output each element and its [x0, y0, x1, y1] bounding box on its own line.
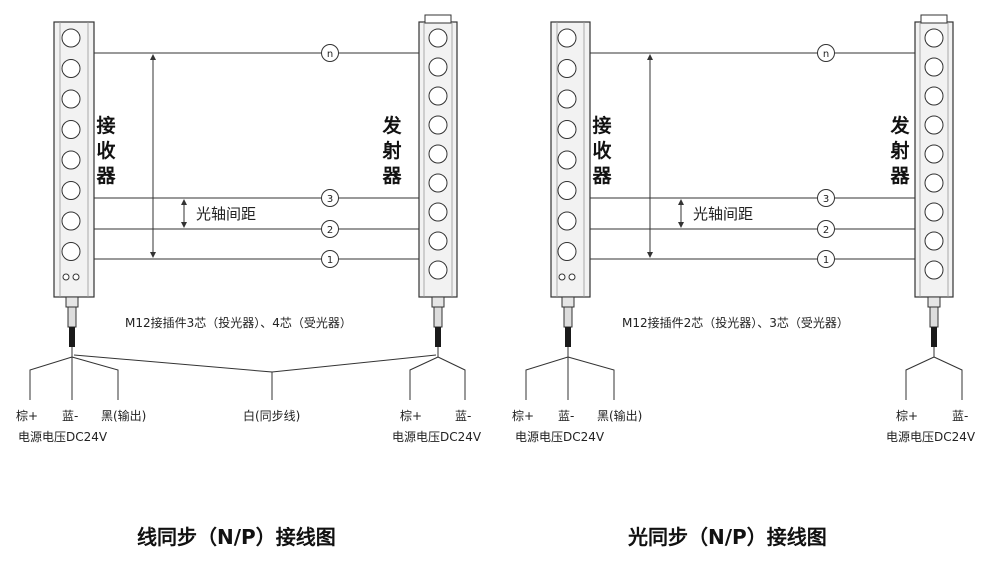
emitter-wire-brown: 棕+	[896, 408, 918, 423]
emitter-supply: 电源电压DC24V	[392, 430, 482, 444]
emitter-lens-column	[924, 28, 944, 280]
svg-text:n: n	[823, 49, 829, 60]
lens-window	[428, 144, 448, 164]
svg-text:n: n	[327, 49, 333, 60]
emitter-wire-brown: 棕+	[400, 408, 422, 423]
beam-bubble-2: 2	[321, 220, 339, 238]
emitter-unit	[418, 14, 458, 347]
lens-window	[428, 202, 448, 222]
emitter-unit	[914, 14, 954, 347]
lens-window	[428, 173, 448, 193]
svg-text:1: 1	[327, 255, 333, 266]
lens-window	[61, 89, 81, 109]
lens-window	[924, 115, 944, 135]
connector-note: M12接插件3芯（投光器）、4芯（受光器）	[125, 315, 352, 330]
lens-window	[557, 59, 577, 78]
svg-text:3: 3	[823, 194, 829, 205]
beam-lines	[94, 52, 419, 260]
lens-window	[557, 89, 577, 109]
lens-window	[924, 86, 944, 106]
receiver-wire-brown: 棕+	[16, 408, 38, 423]
beam-bubble-1: 1	[321, 250, 339, 268]
svg-text:2: 2	[327, 225, 333, 236]
lens-window	[428, 115, 448, 135]
lens-window	[61, 242, 81, 261]
emitter-lens-column	[428, 28, 448, 280]
lens-window	[557, 242, 577, 261]
lens-window	[924, 57, 944, 77]
receiver-wire-blue: 蓝-	[62, 409, 78, 423]
lens-window	[924, 231, 944, 251]
beam-bubbles: n 3 2 1	[817, 44, 835, 268]
sync-wire-label: 白(同步线)	[243, 408, 300, 423]
receiver-supply: 电源电压DC24V	[18, 430, 108, 444]
receiver-wire-brown: 棕+	[512, 408, 534, 423]
lens-window	[557, 150, 577, 170]
receiver-wire-black: 黑(输出)	[597, 408, 642, 423]
emitter-wires	[905, 347, 963, 400]
diagram-title-line-sync: 线同步（N/P）接线图	[137, 525, 336, 549]
lens-window	[557, 181, 577, 200]
beam-bubbles: n 3 2 1	[321, 44, 339, 268]
lens-window	[61, 181, 81, 200]
receiver-label: 接收器	[591, 115, 612, 187]
lens-window	[428, 28, 448, 48]
lens-window	[924, 202, 944, 222]
lens-window	[924, 260, 944, 280]
emitter-supply: 电源电压DC24V	[886, 430, 976, 444]
lens-window	[428, 57, 448, 77]
emitter-label: 发射器	[381, 114, 402, 187]
lens-window	[924, 173, 944, 193]
diagram-line-sync: 接收器 发射器 n 3 2 1 光轴间距 M12接插件3芯（投光器	[16, 14, 482, 549]
lens-window	[924, 28, 944, 48]
beam-bubble-3: 3	[321, 189, 339, 207]
lens-window	[557, 28, 577, 48]
svg-text:2: 2	[823, 225, 829, 236]
lens-window	[61, 120, 81, 139]
lens-window	[428, 231, 448, 251]
receiver-unit	[53, 21, 95, 347]
beam-bubble-1: 1	[817, 250, 835, 268]
lens-window	[61, 211, 81, 231]
receiver-wire-black: 黑(输出)	[101, 408, 146, 423]
receiver-wires	[29, 347, 273, 400]
receiver-wires	[525, 347, 615, 400]
receiver-wire-blue: 蓝-	[558, 409, 574, 423]
lens-window	[61, 150, 81, 170]
pitch-label: 光轴间距	[196, 205, 256, 223]
beam-bubble-3: 3	[817, 189, 835, 207]
lens-window	[924, 144, 944, 164]
emitter-label: 发射器	[889, 114, 910, 187]
beam-bubble-n: n	[321, 44, 339, 62]
lens-window	[428, 86, 448, 106]
receiver-label: 接收器	[95, 115, 116, 187]
pitch-label: 光轴间距	[693, 205, 753, 223]
emitter-wires	[271, 347, 466, 400]
receiver-lens-column	[61, 28, 81, 261]
beam-lines	[590, 52, 915, 260]
emitter-wire-blue: 蓝-	[455, 409, 471, 423]
receiver-supply: 电源电压DC24V	[515, 430, 605, 444]
svg-text:1: 1	[823, 255, 829, 266]
lens-window	[61, 59, 81, 78]
diagram-title-light-sync: 光同步（N/P）接线图	[627, 525, 827, 549]
lens-window	[557, 120, 577, 139]
receiver-unit	[550, 21, 591, 347]
diagram-light-sync: 接收器 发射器 n 3 2 1 光轴间距 M12接插件2芯（投光器）、3芯（	[512, 14, 976, 549]
beam-bubble-2: 2	[817, 220, 835, 238]
lens-window	[557, 211, 577, 231]
lens-window	[61, 28, 81, 48]
receiver-lens-column	[557, 28, 577, 261]
beam-bubble-n: n	[817, 44, 835, 62]
lens-window	[428, 260, 448, 280]
emitter-wire-blue: 蓝-	[952, 409, 968, 423]
connector-note: M12接插件2芯（投光器）、3芯（受光器）	[622, 315, 849, 330]
svg-text:3: 3	[327, 194, 333, 205]
